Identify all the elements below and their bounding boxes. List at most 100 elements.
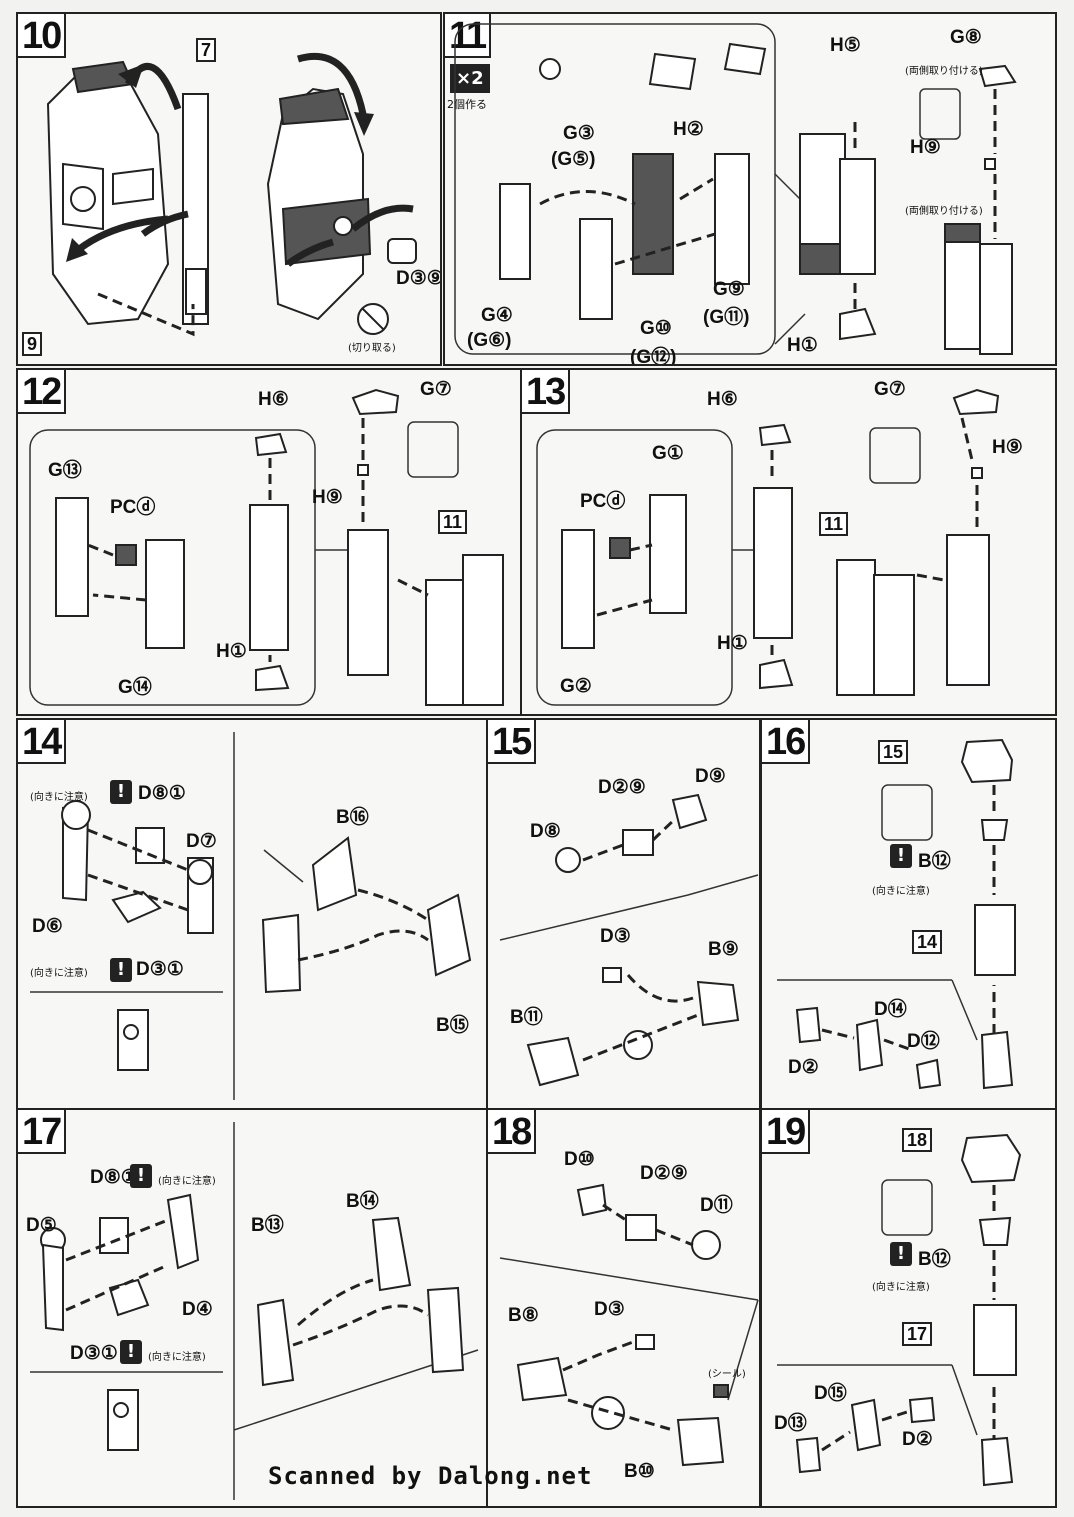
step-19-number: 19	[762, 1110, 811, 1154]
step-14-diagram	[30, 732, 472, 1100]
step-16-panel: 16 15 ! B⑫ (向きに注意) 14 D⑭ D⑫ D②	[760, 718, 1057, 1110]
multiplier-note: 2個作る	[447, 98, 487, 111]
part-label: H⑨	[910, 137, 941, 158]
step-19-panel: 19 18 ! B⑫ (向きに注意) 17 D⑮ D⑬ D②	[760, 1108, 1057, 1508]
part-label: B⑪	[510, 1007, 543, 1028]
part-label: G①	[652, 443, 684, 464]
step-19-diagram	[777, 1133, 1022, 1487]
part-label: D③⑨	[396, 268, 442, 289]
step-14-number: 14	[18, 720, 67, 764]
part-label: B⑩	[624, 1461, 655, 1482]
step-19-ref-box: 18	[902, 1128, 933, 1152]
part-label: D②⑨	[640, 1163, 688, 1184]
part-label: D③	[600, 926, 631, 947]
step-14-panel: 14 D⑧① ! (向きに注意) D⑦ D⑥ ! (向きに注意) D③① B⑯ …	[16, 718, 488, 1110]
step-10-panel: 10 7 9 D③⑨ (切り取る)	[16, 12, 442, 366]
part-label: G③	[563, 123, 595, 144]
part-label: H⑥	[707, 389, 738, 410]
attach-note: (両側取り付ける)	[905, 66, 983, 77]
step-10-number: 10	[18, 14, 67, 58]
step-16-diagram	[777, 738, 1016, 1090]
part-label: G⑦	[420, 379, 452, 400]
step-15-panel: 15 D②⑨ D⑨ D⑧ D③ B⑨ B⑪	[486, 718, 761, 1110]
part-label: H⑨	[992, 437, 1023, 458]
orientation-note: (向きに注意)	[158, 1176, 216, 1187]
step-11-panel: 11 ×2 2個作る H⑤ H② G③ (G⑤) G④ (G⑥) G⑩ (G⑫	[443, 12, 1057, 366]
part-label: D⑤	[26, 1215, 57, 1236]
part-label: G⑩	[640, 318, 672, 339]
orientation-note: (向きに注意)	[30, 792, 88, 803]
part-label: PCⓓ	[110, 497, 156, 518]
step-13-number: 13	[522, 370, 571, 414]
part-label: H①	[717, 633, 748, 654]
step-16-ref-box: 15	[878, 740, 909, 764]
step-15-number: 15	[488, 720, 537, 764]
part-label: D③	[594, 1299, 625, 1320]
part-label: B⑨	[708, 939, 739, 960]
part-label: D⑮	[814, 1383, 847, 1404]
caution-icon: !	[130, 1164, 152, 1188]
step-13-panel: 13 H⑥ G⑦ G① PCⓓ H⑨ 11 G② H①	[520, 368, 1057, 716]
scan-credit: Scanned by Dalong.net	[268, 1462, 593, 1490]
step-13-ref-box: 11	[819, 512, 849, 536]
part-label: G⑧	[950, 27, 982, 48]
part-label: B⑮	[436, 1015, 469, 1036]
step-10-ref-box: 7	[196, 38, 217, 62]
step-16-number: 16	[762, 720, 811, 764]
caution-icon: !	[120, 1340, 142, 1364]
part-label: B⑫	[918, 851, 951, 872]
part-label: G②	[560, 676, 592, 697]
step-17-number: 17	[18, 1110, 67, 1154]
part-label: D⑧	[530, 821, 561, 842]
step-17-panel: 17 D⑧① ! (向きに注意) D⑤ B⑭ B⑬ D④ D③① ! (向きに注…	[16, 1108, 488, 1508]
step-12-panel: 12 H⑥ G⑦ G⑬ PCⓓ H⑨ 11 G⑭ H①	[16, 368, 522, 716]
part-label: D②	[902, 1429, 933, 1450]
part-label: (G⑫)	[630, 347, 677, 366]
sticker-note: (シール)	[708, 1369, 746, 1380]
part-label: D③①	[70, 1343, 118, 1364]
part-label: B⑫	[918, 1249, 951, 1270]
step-11-number: 11	[445, 14, 492, 58]
part-label: D⑥	[32, 916, 63, 937]
caution-icon: !	[110, 958, 132, 982]
step-12-number: 12	[18, 370, 67, 414]
part-label: D⑧①	[138, 783, 186, 804]
part-label: H①	[787, 335, 818, 356]
orientation-note: (向きに注意)	[30, 968, 88, 979]
multiplier-badge: ×2	[450, 64, 490, 93]
part-label: G⑦	[874, 379, 906, 400]
part-label: D⑦	[186, 831, 217, 852]
part-label: G⑨	[713, 279, 745, 300]
step-18-diagram	[499, 1183, 759, 1467]
part-label: B⑧	[508, 1305, 539, 1326]
step-13-diagram	[536, 388, 1000, 706]
part-label: (G⑥)	[467, 330, 512, 351]
step-10-diagram	[46, 52, 417, 337]
part-label: D⑬	[774, 1413, 807, 1434]
part-label: D⑭	[874, 999, 907, 1020]
part-label: D④	[182, 1299, 213, 1320]
attach-note: (両側取り付ける)	[905, 206, 983, 217]
part-label: G⑭	[118, 677, 152, 698]
step-12-diagram	[29, 388, 504, 706]
part-label: H⑥	[258, 389, 289, 410]
step-16-ref-box: 14	[912, 930, 943, 954]
caution-icon: !	[890, 1242, 912, 1266]
caution-icon: !	[110, 780, 132, 804]
orientation-note: (向きに注意)	[872, 1282, 930, 1293]
part-label: G④	[481, 305, 513, 326]
part-label: D⑨	[695, 766, 726, 787]
part-label: D③①	[136, 959, 184, 980]
part-label: (G⑪)	[703, 307, 750, 328]
step-15-diagram	[499, 793, 759, 1087]
step-19-ref-box: 17	[902, 1322, 933, 1346]
part-label: D⑧①	[90, 1167, 138, 1188]
part-label: B⑭	[346, 1191, 379, 1212]
step-17-diagram	[30, 1122, 479, 1500]
step-18-panel: 18 D⑩ D②⑨ D⑪ B⑧ D③ (シール) B⑩	[486, 1108, 761, 1508]
part-label: D②	[788, 1057, 819, 1078]
caution-icon: !	[890, 844, 912, 868]
part-label: PCⓓ	[580, 491, 626, 512]
part-label: B⑬	[251, 1215, 284, 1236]
part-label: H⑤	[830, 35, 861, 56]
